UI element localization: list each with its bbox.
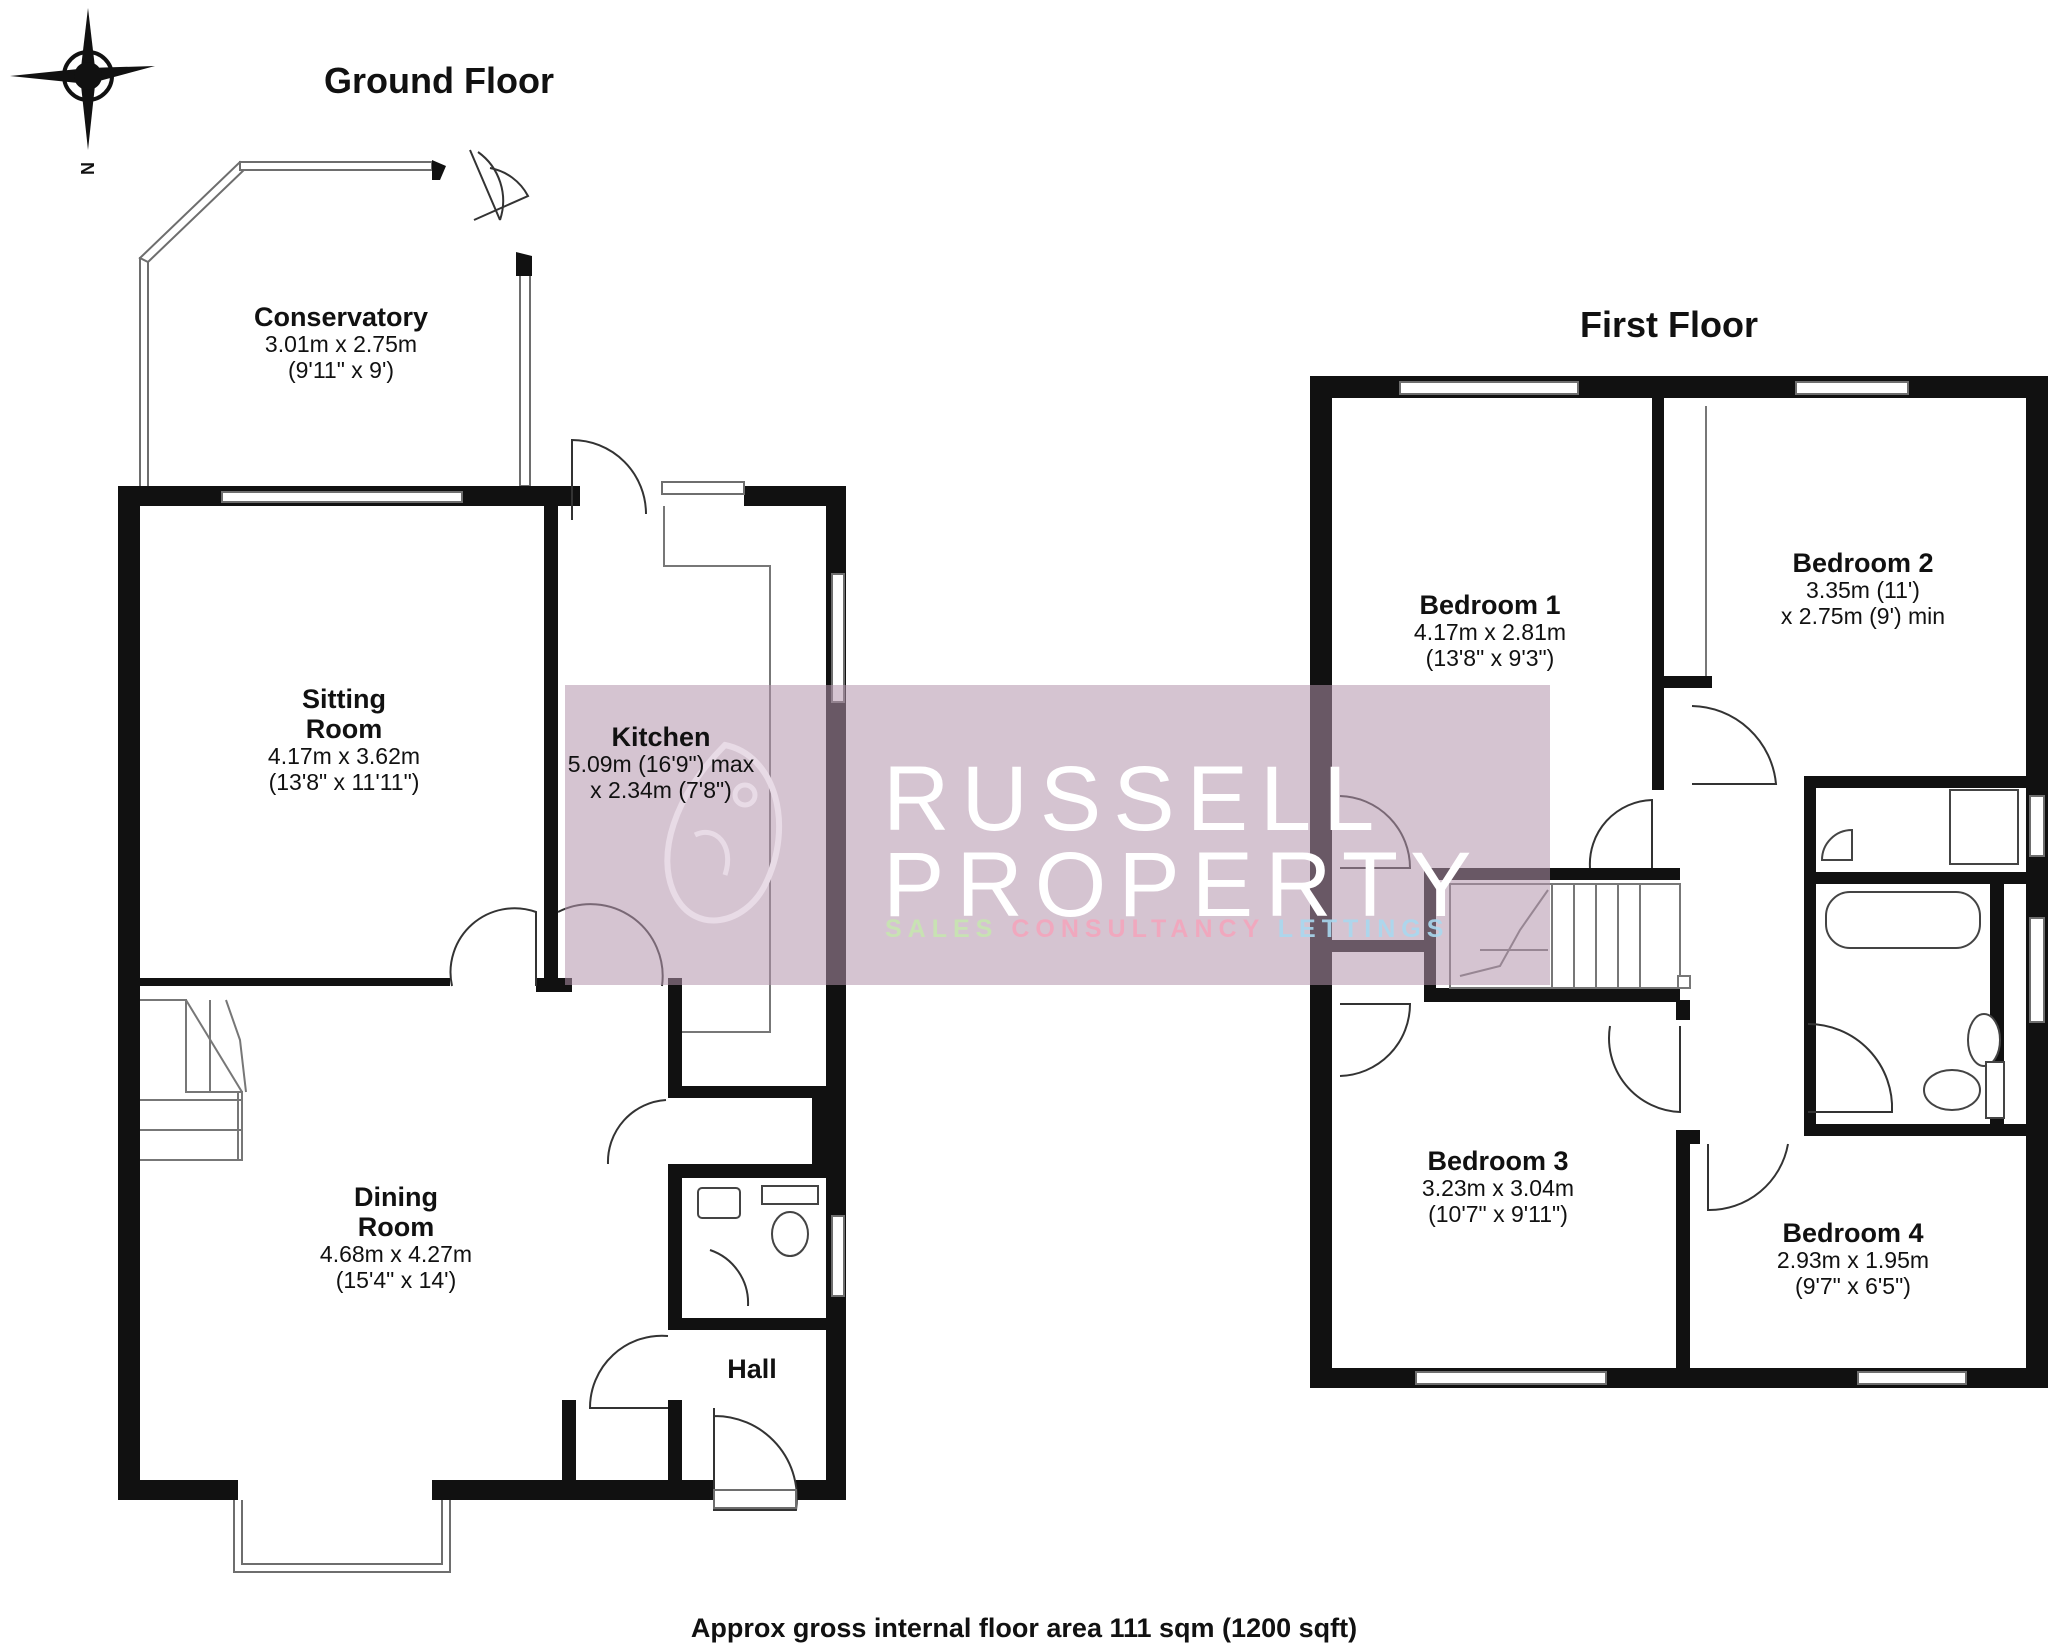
room-label-bedroom-4: Bedroom 4 2.93m x 1.95m (9'7" x 6'5") xyxy=(1740,1218,1966,1300)
kitchen-metric: 5.09m (16'9") max xyxy=(567,751,755,778)
bedroom-1-metric: 4.17m x 2.81m xyxy=(1413,619,1567,646)
watermark-brand-line2: PROPERTY xyxy=(883,834,1484,936)
room-label-bedroom-1: Bedroom 1 4.17m x 2.81m (13'8" x 9'3") xyxy=(1380,590,1600,672)
conservatory-imperial: (9'11" x 9') xyxy=(287,356,394,383)
bedroom-3-metric: 3.23m x 3.04m xyxy=(1421,1175,1575,1202)
dining-room-metric: 4.68m x 4.27m xyxy=(319,1241,473,1268)
hall-name: Hall xyxy=(727,1354,777,1384)
room-label-bedroom-2: Bedroom 2 3.35m (11') x 2.75m (9') min xyxy=(1750,548,1976,630)
watermark-tag-lettings: LETTINGS xyxy=(1277,915,1450,943)
sitting-room-imperial: (13'8" x 11'11") xyxy=(268,769,420,796)
room-label-dining-room: Dining Room 4.68m x 4.27m (15'4" x 14') xyxy=(286,1182,506,1294)
sitting-room-name-1: Sitting xyxy=(302,684,386,714)
bedroom-1-imperial: (13'8" x 9'3") xyxy=(1425,644,1555,671)
bedroom-3-imperial: (10'7" x 9'11") xyxy=(1428,1200,1568,1227)
kitchen-name: Kitchen xyxy=(611,722,711,752)
conservatory-name: Conservatory xyxy=(253,302,429,332)
bedroom-4-imperial: (9'7" x 6'5") xyxy=(1795,1272,1911,1299)
dining-room-name-2: Room xyxy=(357,1212,435,1243)
room-label-bedroom-3: Bedroom 3 3.23m x 3.04m (10'7" x 9'11") xyxy=(1382,1146,1614,1228)
bedroom-1-name: Bedroom 1 xyxy=(1419,590,1561,620)
first-floor-title: First Floor xyxy=(1580,304,1758,345)
compass-rose-icon xyxy=(10,8,155,150)
bedroom-4-name: Bedroom 4 xyxy=(1782,1218,1924,1248)
watermark-brand-line1: RUSSELL xyxy=(883,748,1387,850)
room-label-hall: Hall xyxy=(700,1354,804,1384)
dining-room-name-1: Dining xyxy=(354,1182,438,1212)
bedroom-2-imperial: x 2.75m (9') min xyxy=(1780,602,1946,629)
bedroom-4-metric: 2.93m x 1.95m xyxy=(1776,1247,1930,1274)
gross-area-caption: Approx gross internal floor area 111 sqm… xyxy=(690,1613,1358,1643)
watermark-tag-sales: SALES xyxy=(885,915,999,943)
sitting-room-metric: 4.17m x 3.62m xyxy=(267,743,421,770)
conservatory-metric: 3.01m x 2.75m xyxy=(264,331,418,358)
bedroom-3-name: Bedroom 3 xyxy=(1427,1146,1569,1176)
bedroom-2-metric: 3.35m (11') xyxy=(1806,577,1920,604)
bedroom-2-name: Bedroom 2 xyxy=(1792,548,1934,578)
sitting-room-name-2: Room xyxy=(305,714,383,745)
room-label-kitchen: Kitchen 5.09m (16'9") max x 2.34m (7'8") xyxy=(548,722,774,804)
compass-north-label: N xyxy=(78,162,98,175)
watermark-tagline: SALES CONSULTANCY LETTINGS xyxy=(885,915,1449,944)
watermark-banner: RUSSELL PROPERTY SALES CONSULTANCY LETTI… xyxy=(565,685,1550,985)
kitchen-imperial: x 2.34m (7'8") xyxy=(590,776,732,803)
owl-logo-icon xyxy=(664,741,782,924)
ground-floor-title: Ground Floor xyxy=(324,60,554,101)
watermark-tag-consultancy: CONSULTANCY xyxy=(1011,915,1265,943)
room-label-conservatory: Conservatory 3.01m x 2.75m (9'11" x 9') xyxy=(226,302,456,384)
dining-room-imperial: (15'4" x 14') xyxy=(335,1267,457,1294)
room-label-sitting-room: Sitting Room 4.17m x 3.62m (13'8" x 11'1… xyxy=(234,684,454,796)
